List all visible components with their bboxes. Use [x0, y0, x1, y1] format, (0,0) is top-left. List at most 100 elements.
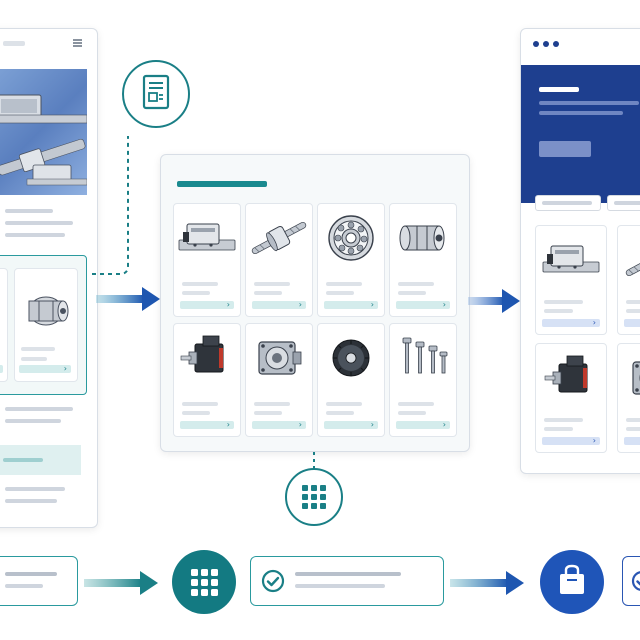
view-product-button[interactable]: › [624, 437, 640, 445]
product-name-line [626, 300, 640, 304]
document-extraction-badge [122, 60, 190, 128]
checked-input-box[interactable] [250, 556, 444, 606]
product-tile[interactable]: › [535, 343, 607, 453]
product-tile[interactable]: › [173, 323, 241, 437]
product-tile[interactable] [0, 268, 8, 382]
highlighted-product-section: › [0, 255, 87, 395]
product-tile[interactable]: › [617, 343, 640, 453]
chevron-right-icon: › [226, 300, 230, 309]
ball-bearing-icon [328, 215, 374, 261]
window-dot-icon [533, 41, 539, 47]
linear-guide-block-icon [178, 223, 236, 251]
product-spec-line [326, 291, 354, 295]
shaft-coupling-icon [28, 296, 69, 326]
ball-screw-icon [625, 243, 640, 277]
catalog-heading-bar [177, 181, 267, 187]
source-web-page: › [0, 28, 98, 528]
product-tile[interactable]: › [389, 323, 457, 437]
filter-pill[interactable] [535, 195, 601, 211]
window-dot-icon [543, 41, 549, 47]
product-tile[interactable]: › [317, 203, 385, 317]
ball-screw-icon [251, 221, 307, 255]
flow-arrow [84, 571, 158, 595]
flow-arrow [450, 571, 524, 595]
product-tile[interactable]: › [245, 323, 313, 437]
view-product-button[interactable]: › [180, 300, 234, 309]
product-spec-line [544, 427, 573, 431]
view-product-button[interactable]: › [180, 420, 234, 429]
product-spec-line [254, 411, 282, 415]
chevron-right-icon: › [442, 300, 446, 309]
product-tile[interactable]: › [173, 203, 241, 317]
hero-cta-button[interactable] [539, 141, 591, 157]
text-line [5, 407, 73, 411]
text-line [5, 419, 61, 423]
confirmation-box[interactable] [622, 556, 640, 606]
product-name-line [254, 402, 290, 406]
linear-guide-block-icon [542, 245, 600, 273]
product-name-line [182, 282, 218, 286]
output-web-page: › › › › [520, 28, 640, 474]
view-product-button[interactable]: › [324, 300, 378, 309]
product-tile[interactable]: › [617, 225, 640, 335]
view-product-button[interactable]: › [19, 364, 71, 373]
check-icon [261, 569, 285, 593]
chevron-right-icon: › [370, 420, 374, 429]
product-spec-line [182, 291, 210, 295]
hero-product-photo [0, 69, 87, 195]
linear-rail-photo-icon [0, 94, 87, 186]
product-spec-line [544, 309, 573, 313]
view-product-button[interactable]: › [542, 436, 600, 445]
view-product-button[interactable]: › [252, 420, 306, 429]
product-name-line [326, 282, 362, 286]
view-product-button[interactable]: › [396, 420, 450, 429]
product-catalog-panel: › › › › › › › › [160, 154, 470, 452]
chevron-right-icon: › [226, 420, 230, 429]
dotted-connector [313, 452, 315, 482]
view-product-button[interactable]: › [396, 300, 450, 309]
product-spec-line [398, 291, 426, 295]
gearbox-icon [258, 341, 302, 375]
view-product-button[interactable]: › [324, 420, 378, 429]
flow-arrow [96, 287, 160, 311]
product-tile[interactable]: › [535, 225, 607, 335]
text-line [5, 487, 65, 491]
product-spec-line [626, 309, 640, 313]
product-name-line [254, 282, 290, 286]
filter-pill[interactable] [607, 195, 640, 211]
view-product-button[interactable]: › [624, 319, 640, 327]
shaft-coupling-icon [399, 225, 445, 251]
timing-pulley-icon [332, 339, 370, 377]
chevron-right-icon: › [298, 420, 302, 429]
product-name-line [182, 402, 218, 406]
view-product-button[interactable]: › [252, 300, 306, 309]
grid-icon [191, 569, 218, 596]
product-spec-line [626, 427, 640, 431]
product-tile[interactable]: › [389, 203, 457, 317]
grid-view-badge [285, 468, 343, 526]
chevron-right-icon: › [442, 420, 446, 429]
bolts-icon [402, 337, 448, 374]
document-image-icon [142, 74, 170, 110]
product-spec-line [254, 291, 282, 295]
menu-icon [73, 39, 82, 47]
hero-banner [521, 65, 640, 203]
chevron-right-icon: › [63, 364, 67, 373]
product-spec-line [182, 411, 210, 415]
product-tile[interactable]: › [245, 203, 313, 317]
chevron-right-icon: › [370, 300, 374, 309]
source-address-bar [3, 41, 25, 46]
chevron-right-icon: › [298, 300, 302, 309]
view-product-button[interactable]: › [542, 318, 600, 327]
dashed-connector [92, 136, 129, 275]
product-name-line [398, 282, 434, 286]
product-tile[interactable]: › [14, 268, 78, 382]
input-box[interactable] [0, 556, 78, 606]
product-name-line [626, 418, 640, 422]
text-line [5, 209, 53, 213]
product-name-line [544, 418, 583, 422]
product-tile[interactable]: › [317, 323, 385, 437]
shopping-bag-icon [560, 564, 584, 594]
grid-icon [302, 485, 326, 509]
